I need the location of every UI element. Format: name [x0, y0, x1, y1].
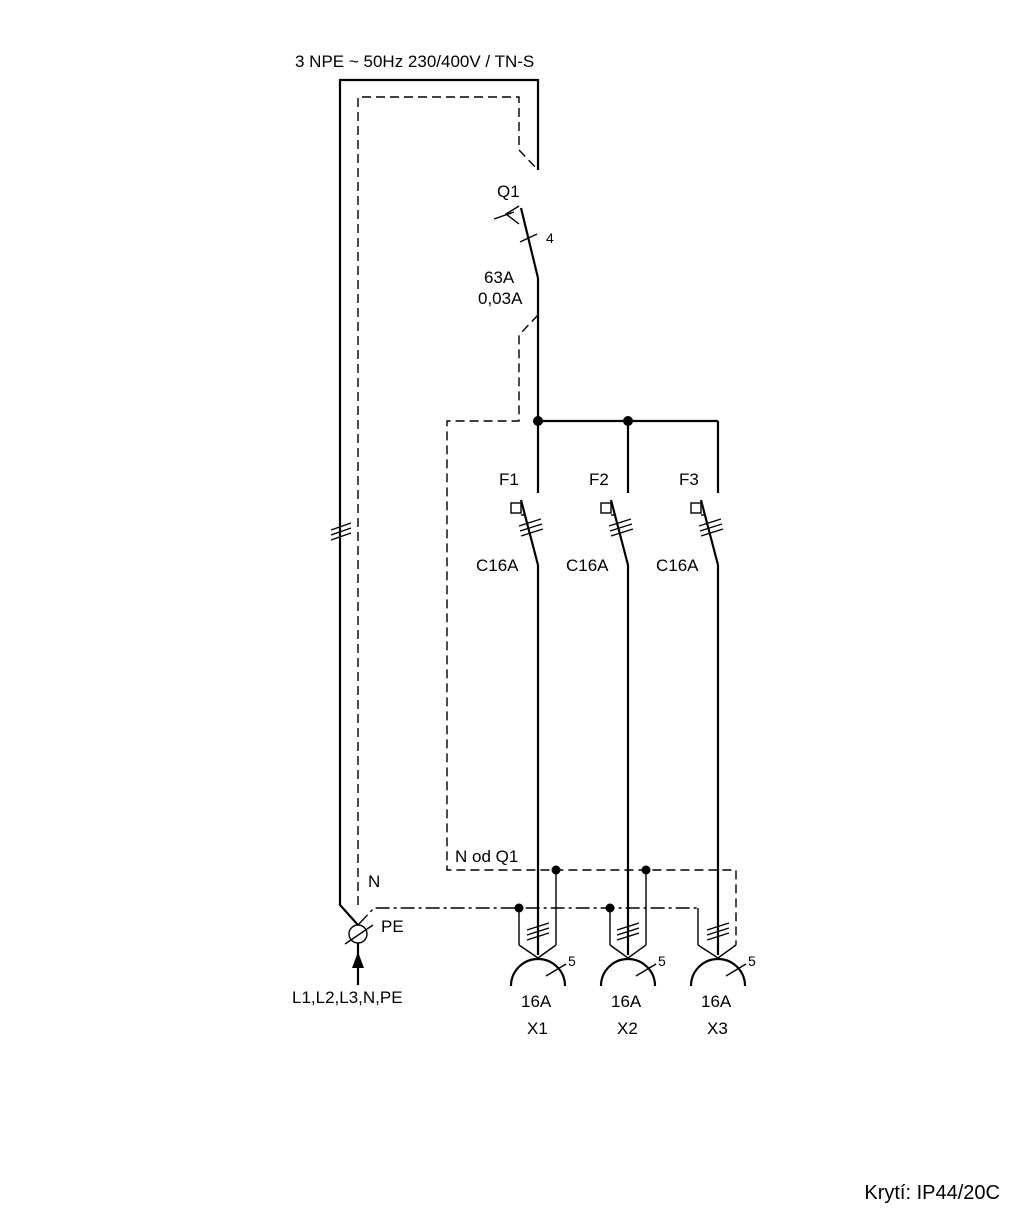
socket-rating: 16A [701, 992, 732, 1011]
protection-rating: Krytí: IP44/20C [864, 1182, 1000, 1204]
junction-dot [533, 416, 543, 426]
socket-poles: 5 [658, 953, 666, 969]
socket-ref: X3 [707, 1019, 728, 1038]
junction-dot [623, 416, 633, 426]
socket-x3: 5 16A X3 [689, 922, 756, 1038]
socket-rating: 16A [611, 992, 642, 1011]
pe-line [357, 903, 699, 945]
socket-rating: 16A [521, 992, 552, 1011]
breaker-ref: F2 [589, 470, 609, 489]
busbar [533, 416, 720, 493]
q1-residual: 0,03A [478, 289, 523, 308]
terminal-pe-label: PE [381, 917, 404, 936]
socket-x2: 5 16A X2 [599, 922, 666, 1038]
breaker-ref: F1 [499, 470, 519, 489]
supply-label: 3 NPE ~ 50Hz 230/400V / TN-S [295, 52, 534, 71]
incoming-terminal: N PE L1,L2,L3,N,PE [292, 872, 404, 1007]
breaker-f1: F1 C16A [476, 470, 544, 955]
q1-ref: Q1 [497, 182, 520, 201]
q1-rating: 63A [484, 268, 515, 287]
breaker-rating: C16A [566, 556, 609, 575]
socket-x1: 5 16A X1 [509, 922, 576, 1038]
breaker-rating: C16A [476, 556, 519, 575]
q1-poles: 4 [546, 230, 554, 246]
neutral-note: N od Q1 [455, 847, 518, 866]
feed-arrow-icon [352, 952, 364, 968]
socket-poles: 5 [748, 953, 756, 969]
breaker-ref: F3 [679, 470, 699, 489]
main-feed-wire [330, 78, 540, 926]
neutral-dashed-path [357, 96, 737, 945]
breaker-f2: F2 C16A [566, 470, 634, 955]
breaker-rating: C16A [656, 556, 699, 575]
breaker-f3: F3 C16A [656, 470, 724, 955]
socket-ref: X2 [617, 1019, 638, 1038]
terminal-symbol [348, 924, 368, 944]
socket-poles: 5 [568, 953, 576, 969]
q1-main-switch: Q1 4 63A 0,03A [478, 182, 554, 421]
feed-label: L1,L2,L3,N,PE [292, 988, 403, 1007]
socket-ref: X1 [527, 1019, 548, 1038]
terminal-n-label: N [368, 872, 380, 891]
